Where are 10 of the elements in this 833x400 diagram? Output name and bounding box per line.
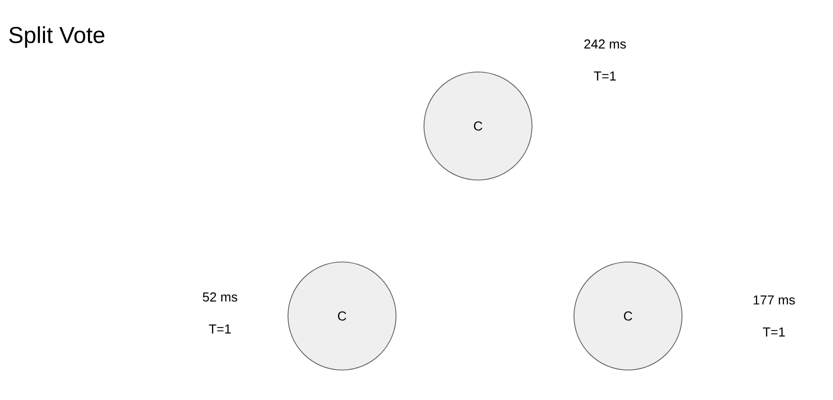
title: Split Vote (9, 26, 104, 48)
circle-node: C (424, 72, 532, 180)
circle-node: C (288, 262, 396, 370)
node-annotation: T=1 (762, 328, 785, 336)
node-annotation: 52 ms (202, 292, 238, 302)
node-annotation: 242 ms (584, 39, 626, 49)
node-annotation: 177 ms (754, 295, 795, 305)
node-annotation: T=1 (208, 324, 231, 334)
node-annotation: T=1 (594, 72, 616, 80)
circle-node: C (574, 262, 682, 370)
